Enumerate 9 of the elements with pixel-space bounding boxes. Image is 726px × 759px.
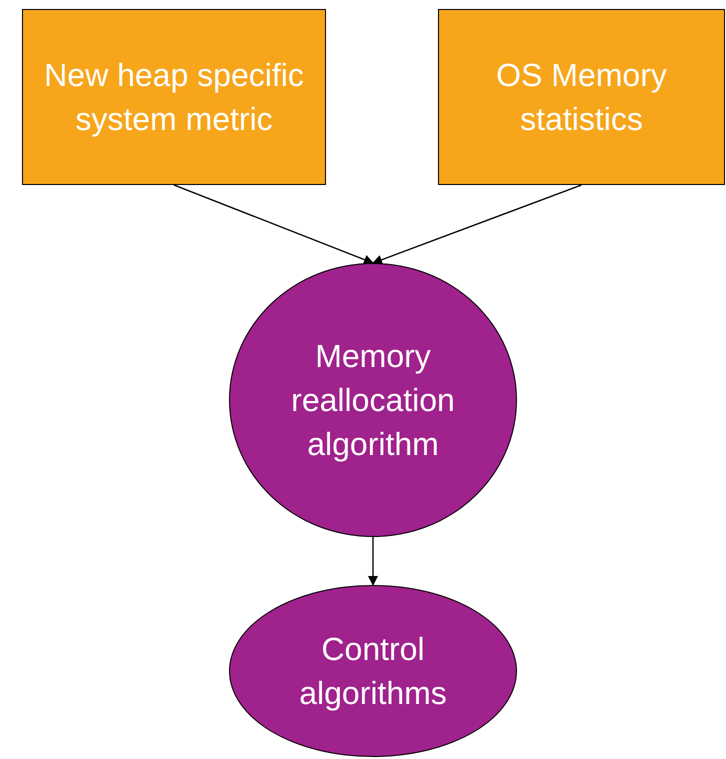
node-label: New heap specific system metric xyxy=(43,56,305,139)
node-label: Memory reallocation algorithm xyxy=(290,337,456,464)
node-label: Control algorithms xyxy=(298,630,448,713)
arrow xyxy=(368,537,378,586)
process-box xyxy=(22,9,326,185)
arrow xyxy=(372,184,582,265)
node-label: OS Memory statistics xyxy=(495,56,668,139)
process-box xyxy=(438,9,725,185)
arrow xyxy=(174,184,374,264)
